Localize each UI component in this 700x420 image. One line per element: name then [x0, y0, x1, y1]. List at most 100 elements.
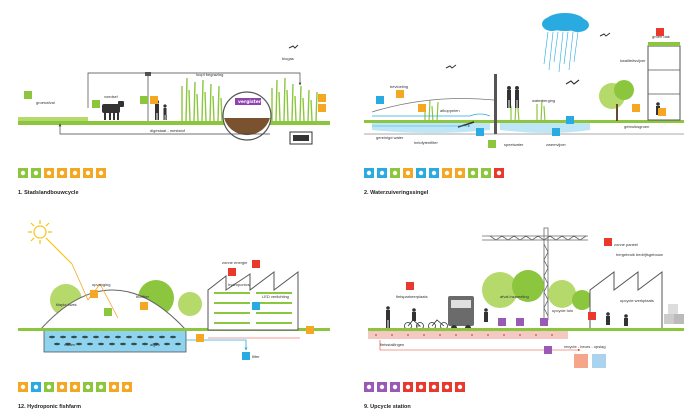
ground-strip — [368, 328, 684, 331]
label-filter: filter — [252, 354, 260, 359]
fish-figure — [115, 335, 121, 339]
fish-figure — [104, 335, 110, 339]
panel-title: 9. Upcycle station — [364, 404, 411, 410]
tower-crane — [482, 227, 588, 321]
heart-icon-glyph — [496, 170, 502, 176]
water-icon-glyph — [33, 384, 39, 390]
panel-upcycle-station: fietsparkeerplaats afval inzameling herg… — [364, 227, 684, 410]
label-afkoppelen: afkoppelen — [440, 108, 460, 113]
fish-icon-glyph — [379, 170, 385, 176]
fish-figure — [175, 342, 181, 346]
label-biofilter: biofilter — [136, 294, 150, 299]
label-hergebruik: hergebruik bedrijfsgebouw — [616, 252, 663, 257]
fish-figure — [120, 342, 126, 346]
panel-stadslandbouwcycle: groenafval voedsel biogas loopt begrazin… — [18, 44, 330, 196]
vergister-label-box — [235, 98, 261, 105]
bicycle-figure — [404, 319, 448, 330]
label-fietsparkeerplaats: fietsparkeerplaats — [396, 294, 428, 299]
truck-figure — [448, 296, 474, 331]
people-icon-glyph — [405, 170, 411, 176]
panel-title: 12. Hydroponic fishfarm — [18, 404, 81, 410]
fish-figure — [98, 342, 104, 346]
label-fietsstallingen: fietsstallingen — [380, 342, 404, 347]
recycle-icon-glyph — [33, 170, 39, 176]
bird-icon-glyph — [444, 170, 450, 176]
fish-figure — [153, 342, 159, 346]
label-waterberging: waterberging — [532, 98, 555, 103]
fish-figure — [131, 342, 137, 346]
rain-cloud — [542, 13, 589, 73]
fish-figure — [49, 335, 55, 339]
fish-figure — [76, 342, 82, 346]
hydroponics-hall — [207, 271, 299, 331]
workshop-icon-glyph — [392, 384, 398, 390]
legend-icons-panel1 — [18, 168, 106, 178]
label-digestaat: digestaat - meststof — [150, 128, 186, 133]
legend-icons-panel3 — [18, 382, 132, 392]
ground-strip — [18, 121, 330, 125]
water-basin — [372, 122, 490, 133]
cycle-arrow-top — [87, 72, 302, 108]
cycle-arrow-bottom — [58, 123, 270, 135]
plant-icon-glyph — [392, 170, 398, 176]
tools-icon-glyph — [431, 384, 437, 390]
fish-figure — [109, 342, 115, 346]
sun-figure — [28, 220, 73, 265]
label-biogas: biogas — [282, 56, 294, 61]
road-strip — [368, 331, 568, 339]
recycle-icon-glyph — [85, 384, 91, 390]
ground-strip — [18, 328, 330, 331]
compost-icon-glyph — [20, 170, 26, 176]
panel-title: 2. Waterzuiveringssingel — [364, 190, 429, 196]
fish-pond — [43, 329, 187, 353]
label-vergister: vergister — [238, 99, 262, 105]
wind-icon-glyph — [72, 170, 78, 176]
recycle-storage-box-blue — [592, 354, 606, 368]
label-upcycle-werkplaats: upcycle werkplaats — [620, 298, 654, 303]
ground-strip — [364, 120, 684, 123]
energy-icon-glyph — [72, 384, 78, 390]
fish-figure — [142, 342, 148, 346]
fish-figure — [65, 342, 71, 346]
panel-title: 1. Stadslandbouwcycle — [18, 190, 79, 196]
label-led: LED verlichting — [262, 294, 289, 299]
fish-figure — [170, 335, 176, 339]
label-recycle-beurs: recycle - beurs - opslag — [564, 344, 606, 349]
leaf-icon-glyph — [483, 170, 489, 176]
people-icon-glyph — [418, 384, 424, 390]
food-icon-glyph — [111, 384, 117, 390]
label-afval-inzameling: afval inzameling — [500, 294, 529, 299]
fish-icon-glyph — [20, 384, 26, 390]
box-icon-glyph — [457, 384, 463, 390]
rain-icon-glyph — [431, 170, 437, 176]
label-gebruiksgroen: gebruiksgroen — [624, 124, 649, 129]
play-icon-glyph — [457, 170, 463, 176]
label-algen: algen — [150, 342, 160, 347]
legend-icons-panel4 — [364, 382, 465, 392]
rain-icon-glyph — [46, 170, 52, 176]
fish-figure — [71, 335, 77, 339]
recycle-storage-box-red — [574, 354, 588, 368]
label-zwemvijver: zwemvijver — [546, 142, 566, 147]
plant-racks — [214, 292, 292, 324]
fish-figure — [137, 335, 143, 339]
label-gereinigd-water: gereinigd water — [376, 135, 404, 140]
water-icon-glyph — [366, 170, 372, 176]
label-tilapia-kwek: tilapia kwek — [56, 302, 77, 307]
label-kwaliteitsvijver: kwaliteitsvijver — [620, 58, 646, 63]
leaf-icon-glyph — [98, 384, 104, 390]
label-speelwater: speelwater — [504, 142, 524, 147]
waste-icon-glyph — [85, 170, 91, 176]
fish-figure — [54, 342, 60, 346]
label-zonne-energie: zonne energie — [222, 260, 248, 265]
fish-figure — [148, 335, 154, 339]
label-groenafval: groenafval — [36, 100, 55, 105]
waste-icon-glyph — [405, 384, 411, 390]
recycle-icon-glyph — [366, 384, 372, 390]
panel-waterzuiveringssingel: bevloeiing gereinigd water helofytenfilt… — [364, 13, 684, 196]
fish-figure — [126, 335, 132, 339]
label-hydroponics: hydroponics — [228, 282, 250, 287]
people-icon-glyph — [124, 384, 130, 390]
panel-hydroponic-fishfarm: opvanging tilapia kwek hydroponics zonne… — [18, 220, 330, 410]
